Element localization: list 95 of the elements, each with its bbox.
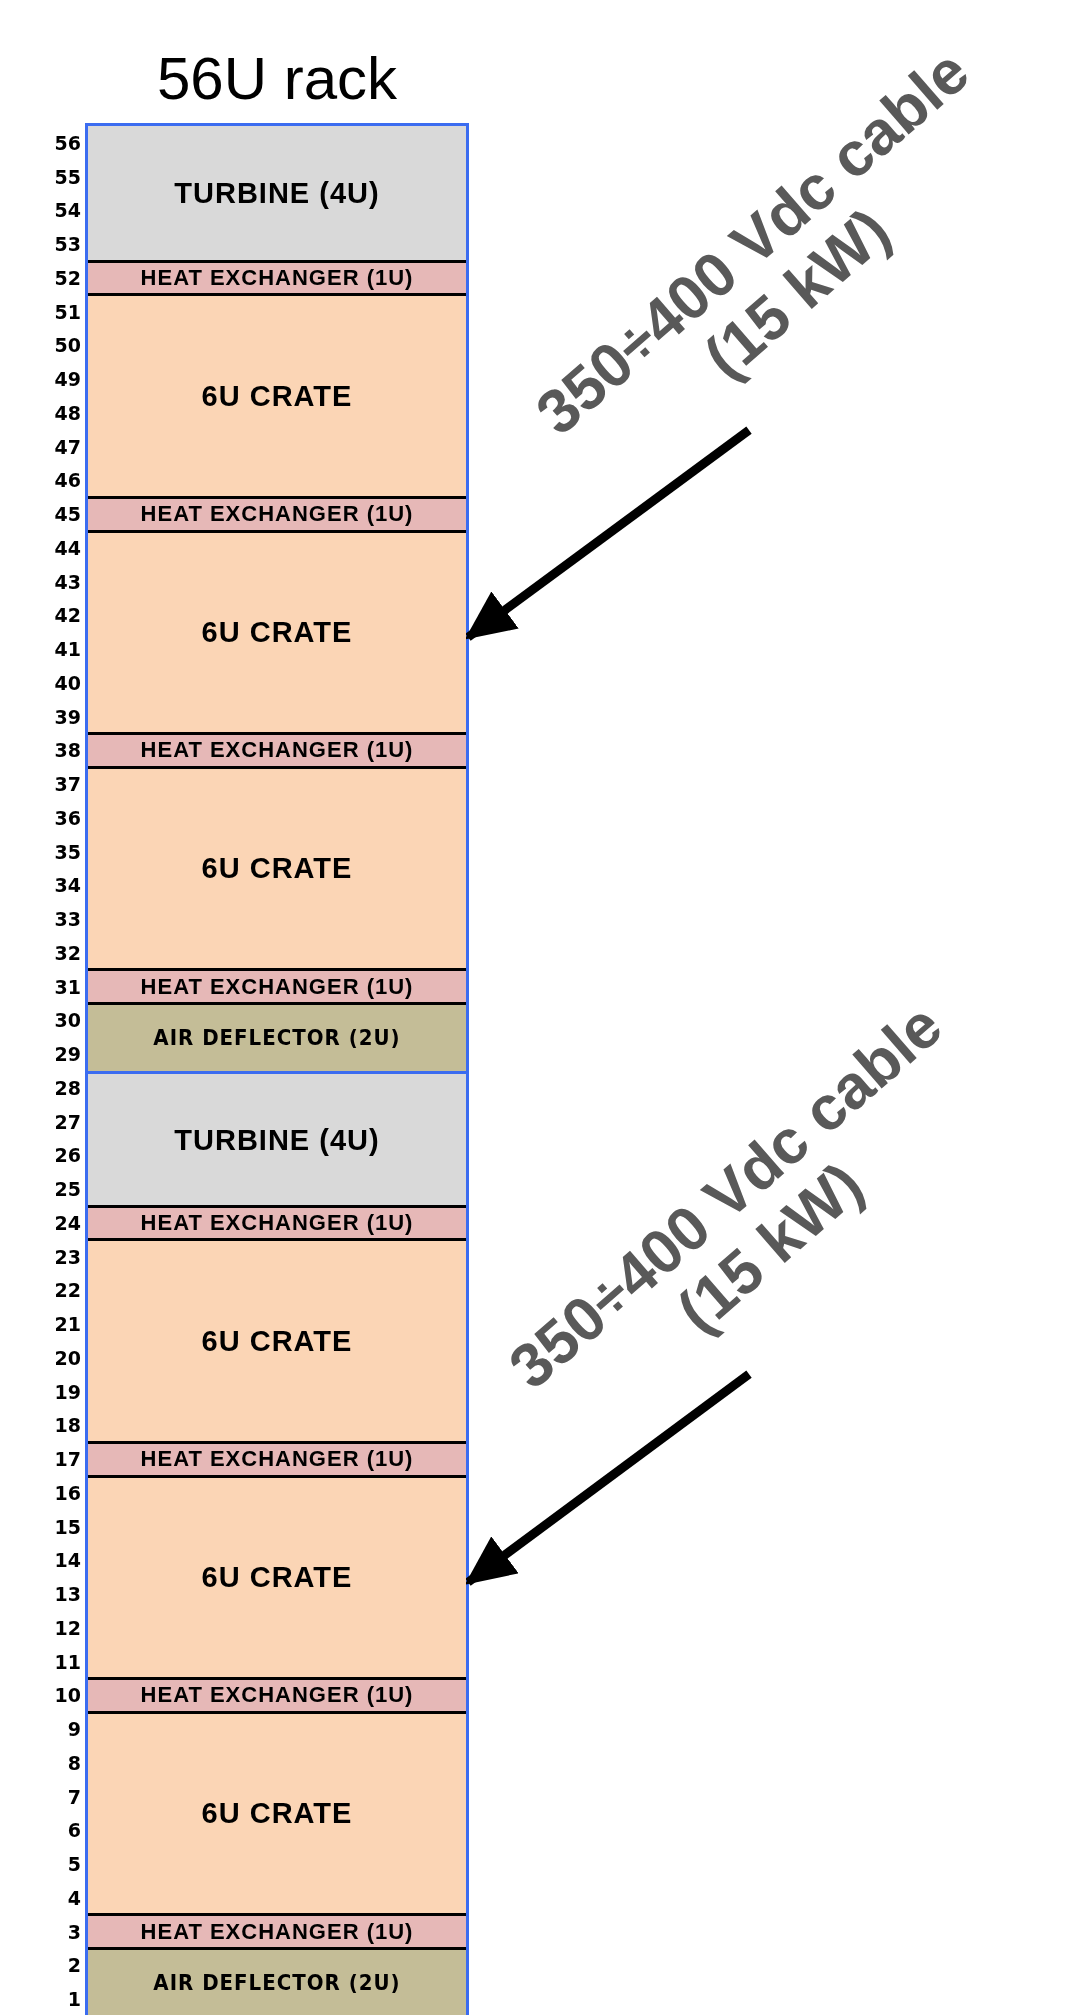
block-label: TURBINE (4U) <box>174 1123 380 1157</box>
block-label: 6U CRATE <box>201 1324 353 1358</box>
unit-number: 41 <box>53 640 81 660</box>
unit-number: 49 <box>53 370 81 390</box>
block-label: HEAT EXCHANGER (1U) <box>140 737 414 764</box>
unit-number: 3 <box>66 1922 81 1942</box>
air-deflector-block <box>88 1003 466 1071</box>
unit-number: 29 <box>53 1045 81 1065</box>
unit-number: 31 <box>53 977 81 997</box>
unit-number: 43 <box>53 572 81 592</box>
crate-block <box>88 1239 466 1443</box>
unit-number: 8 <box>66 1753 81 1773</box>
unit-number: 46 <box>53 471 81 491</box>
heat-exchanger-block <box>88 1677 466 1714</box>
unit-number: 54 <box>53 201 81 221</box>
block-label: 6U CRATE <box>201 379 353 413</box>
unit-number: 12 <box>53 1618 81 1638</box>
unit-number: 13 <box>53 1585 81 1605</box>
block-label: HEAT EXCHANGER (1U) <box>140 1446 414 1473</box>
unit-number: 5 <box>66 1855 81 1875</box>
unit-number: 50 <box>53 336 81 356</box>
unit-number: 7 <box>66 1787 81 1807</box>
heat-exchanger-block <box>88 1440 466 1478</box>
unit-number: 11 <box>53 1652 81 1672</box>
block-label: HEAT EXCHANGER (1U) <box>140 501 414 528</box>
unit-number: 39 <box>53 707 81 727</box>
unit-number: 18 <box>53 1416 81 1436</box>
turbine-block <box>88 126 466 261</box>
heat-exchanger-block <box>88 495 466 533</box>
crate-block <box>88 1712 466 1915</box>
heat-exchanger-block <box>88 968 466 1005</box>
unit-number: 47 <box>53 437 81 457</box>
arrow <box>464 1370 752 1586</box>
unit-number: 17 <box>53 1450 81 1470</box>
block-label: HEAT EXCHANGER (1U) <box>140 1918 414 1945</box>
crate-block <box>88 294 466 498</box>
heat-exchanger-block <box>88 732 466 769</box>
unit-number: 14 <box>53 1551 81 1571</box>
unit-number: 33 <box>53 910 81 930</box>
unit-number: 22 <box>53 1281 81 1301</box>
unit-number: 26 <box>53 1146 81 1166</box>
air-deflector-block <box>88 1948 466 2015</box>
block-label: 6U CRATE <box>201 852 353 885</box>
unit-number: 2 <box>66 1956 81 1976</box>
unit-number: 9 <box>66 1720 81 1740</box>
block-label: 6U CRATE <box>201 1560 353 1594</box>
block-label: 6U CRATE <box>201 1797 353 1830</box>
unit-number: 37 <box>53 775 81 795</box>
block-label: HEAT EXCHANGER (1U) <box>140 1209 414 1236</box>
unit-number: 21 <box>53 1315 81 1335</box>
unit-number: 27 <box>53 1112 81 1132</box>
unit-number: 38 <box>53 741 81 761</box>
unit-number: 24 <box>53 1213 81 1233</box>
heat-exchanger-block <box>88 259 466 297</box>
unit-number: 19 <box>53 1382 81 1402</box>
block-label: HEAT EXCHANGER (1U) <box>140 973 414 1000</box>
unit-number: 32 <box>53 943 81 963</box>
unit-number: 23 <box>53 1247 81 1267</box>
unit-number: 28 <box>53 1078 81 1098</box>
unit-number: 6 <box>66 1821 81 1841</box>
rack-title: 56U rack <box>155 44 399 113</box>
block-label: HEAT EXCHANGER (1U) <box>140 1682 414 1709</box>
crate-block <box>88 531 466 734</box>
unit-number: 55 <box>53 167 81 187</box>
unit-number: 35 <box>53 842 81 862</box>
unit-number: 52 <box>53 268 81 288</box>
unit-number: 30 <box>53 1011 81 1031</box>
heat-exchanger-block <box>88 1204 466 1242</box>
unit-number: 51 <box>53 302 81 322</box>
unit-number: 25 <box>53 1180 81 1200</box>
block-label: 6U CRATE <box>201 615 353 649</box>
block-label: HEAT EXCHANGER (1U) <box>140 264 414 291</box>
unit-number: 36 <box>53 808 81 828</box>
unit-number: 42 <box>53 606 81 626</box>
unit-number: 1 <box>66 1990 81 2010</box>
crate-block <box>88 767 466 970</box>
unit-number: 40 <box>53 673 81 693</box>
unit-number: 44 <box>53 538 81 558</box>
unit-number: 53 <box>53 235 81 255</box>
unit-number: 15 <box>53 1517 81 1537</box>
unit-number: 16 <box>53 1483 81 1503</box>
arrow <box>464 426 752 641</box>
crate-block <box>88 1476 466 1679</box>
unit-number: 34 <box>53 876 81 896</box>
block-label: TURBINE (4U) <box>174 177 380 210</box>
heat-exchanger-block <box>88 1913 466 1950</box>
unit-number: 48 <box>53 403 81 423</box>
block-label: AIR DEFLECTOR (2U) <box>153 1024 401 1050</box>
unit-number: 56 <box>53 133 81 153</box>
unit-number: 20 <box>53 1348 81 1368</box>
unit-number: 45 <box>53 505 81 525</box>
turbine-block <box>88 1071 466 1206</box>
unit-number: 10 <box>53 1686 81 1706</box>
unit-number: 4 <box>66 1888 81 1908</box>
block-label: AIR DEFLECTOR (2U) <box>153 1969 401 1995</box>
